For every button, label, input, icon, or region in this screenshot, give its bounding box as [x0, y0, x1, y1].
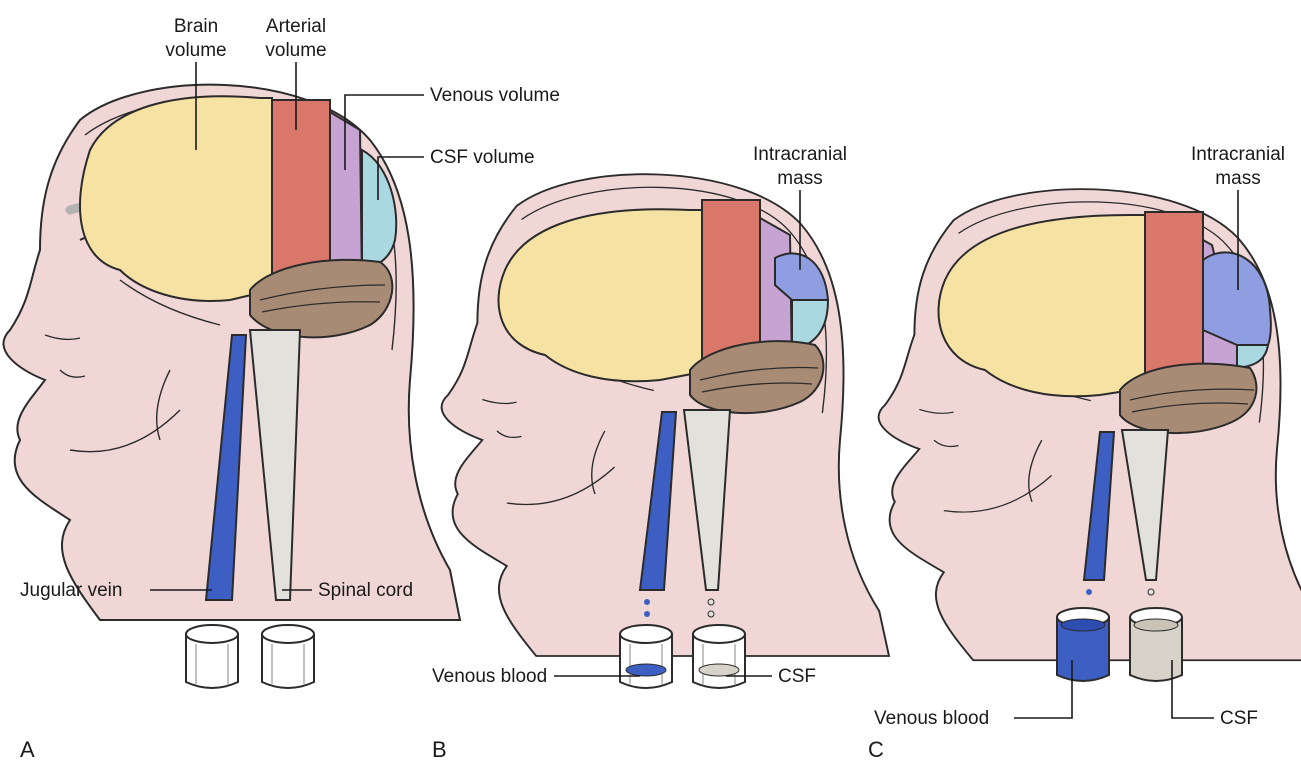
label-csf: CSF — [1220, 708, 1258, 729]
label-intracranial-mass-line2: mass — [1215, 168, 1260, 189]
cylinder-venous-blood — [620, 625, 672, 688]
label-brain-volume-line2: volume — [165, 40, 226, 61]
cylinder-csf — [693, 625, 745, 688]
cylinder-venous-blood — [1057, 608, 1109, 681]
panel-letter-b: B — [432, 737, 447, 762]
csf-volume-region — [362, 150, 396, 268]
label-intracranial-mass-line2: mass — [777, 168, 822, 189]
label-spinal-cord: Spinal cord — [318, 580, 413, 601]
label-arterial-volume-line2: volume — [265, 40, 326, 61]
label-arterial-volume-line1: Arterial — [266, 16, 326, 37]
cylinder-csf — [1130, 608, 1182, 681]
panel-b: Intracranial mass Venous blood CSF B — [432, 144, 889, 762]
label-venous-blood: Venous blood — [432, 666, 547, 687]
intracranial-mass — [1203, 252, 1271, 345]
panel-letter-a: A — [20, 737, 35, 762]
label-intracranial-mass-line1: Intracranial — [753, 144, 847, 165]
panel-letter-c: C — [868, 737, 884, 762]
cylinder-empty-1 — [186, 625, 238, 688]
cylinder-empty-2 — [262, 625, 314, 688]
label-intracranial-mass-line1: Intracranial — [1191, 144, 1285, 165]
panel-c: Intracranial mass Venous blood CSF C — [868, 144, 1301, 762]
label-venous-blood: Venous blood — [874, 708, 989, 729]
label-jugular-vein: Jugular vein — [20, 580, 122, 601]
label-venous-volume: Venous volume — [430, 85, 560, 106]
label-csf: CSF — [778, 666, 816, 687]
label-csf-volume: CSF volume — [430, 147, 535, 168]
label-brain-volume-line1: Brain — [174, 16, 218, 37]
